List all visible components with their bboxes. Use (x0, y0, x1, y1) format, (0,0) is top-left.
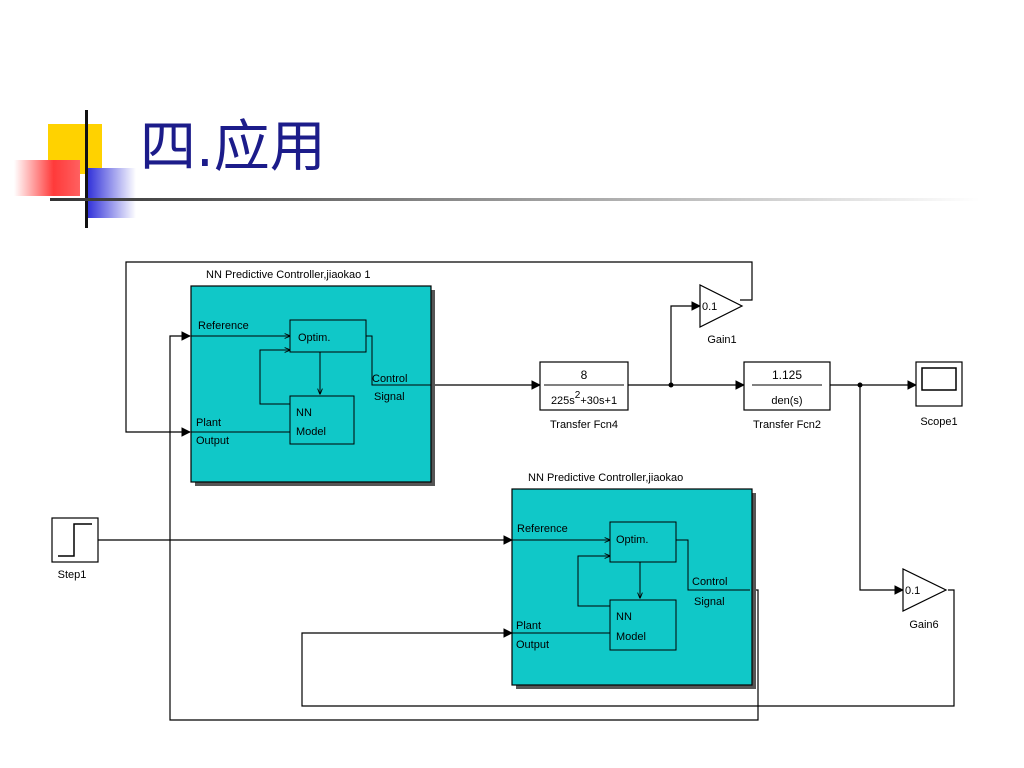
controller-bottom-caption: NN Predictive Controller,jiaokao (528, 472, 683, 484)
transfer-fcn2-block[interactable]: 1.125 den(s) Transfer Fcn2 (743, 361, 831, 431)
control-label-top-1: Control (372, 373, 407, 385)
slide-decoration (14, 110, 980, 228)
step-signal-icon (58, 523, 92, 557)
controller-block-bottom[interactable]: NN Predictive Controller,jiaokao Optim. … (511, 472, 756, 689)
optim-label-bottom: Optim. (616, 534, 648, 546)
scope-screen-icon (921, 367, 957, 391)
junction-dot (668, 382, 674, 388)
tf2-numerator: 1.125 (772, 368, 802, 382)
blue-square (86, 168, 136, 218)
plant-label-bottom-2: Output (516, 639, 549, 651)
transfer-fcn4-block[interactable]: 8 225s2+30s+1 Transfer Fcn4 (539, 361, 629, 431)
control-label-top-2: Signal (374, 391, 405, 403)
line-branch-gain1 (670, 301, 701, 385)
plant-label-top-1: Plant (196, 417, 221, 429)
nn-box-bottom (609, 599, 677, 651)
control-label-bottom-2: Signal (694, 596, 725, 608)
tf4-numerator: 8 (581, 368, 588, 382)
step1-caption: Step1 (58, 569, 87, 581)
controller-block-top[interactable]: NN Predictive Controller,jiaokao 1 Optim… (190, 269, 435, 486)
gain1-block[interactable]: 0.1 Gain1 (699, 284, 744, 346)
scope1-caption: Scope1 (920, 416, 957, 428)
nn-label-bottom-1: NN (616, 611, 632, 623)
gain6-block[interactable]: 0.1 Gain6 (902, 568, 948, 631)
tf4-caption: Transfer Fcn4 (550, 419, 618, 431)
reference-label-bottom: Reference (517, 523, 568, 535)
tf2-caption: Transfer Fcn2 (753, 419, 821, 431)
red-square (14, 160, 80, 196)
gain1-caption: Gain1 (707, 334, 736, 346)
line-ctrl-bottom-to-ctrl-top (169, 331, 759, 721)
controller-top-caption: NN Predictive Controller,jiaokao 1 (206, 269, 370, 281)
nn-label-top-2: Model (296, 426, 326, 438)
control-label-bottom-1: Control (692, 576, 727, 588)
gain6-value: 0.1 (905, 585, 920, 597)
plant-label-top-2: Output (196, 435, 229, 447)
line-branch-gain6 (859, 385, 904, 595)
junction-dot (857, 382, 863, 388)
nn-label-bottom-2: Model (616, 631, 646, 643)
line-gain6-feedback (301, 589, 955, 707)
scope1-block[interactable]: Scope1 (915, 361, 963, 428)
tf2-denominator: den(s) (771, 395, 802, 407)
vertical-bar (85, 110, 88, 228)
nn-box-top (289, 395, 355, 445)
title-underline (50, 198, 980, 201)
reference-label-top: Reference (198, 320, 249, 332)
tf4-denominator: 225s2+30s+1 (551, 390, 617, 407)
optim-label-top: Optim. (298, 332, 330, 344)
nn-label-top-1: NN (296, 407, 312, 419)
optim-box-bottom (609, 521, 677, 563)
gain6-caption: Gain6 (909, 619, 938, 631)
page-title: 四.应用 (140, 115, 326, 180)
step1-block[interactable]: Step1 (51, 517, 99, 581)
gain1-value: 0.1 (702, 301, 717, 313)
plant-label-bottom-1: Plant (516, 620, 541, 632)
line-gain1-feedback (125, 261, 753, 437)
